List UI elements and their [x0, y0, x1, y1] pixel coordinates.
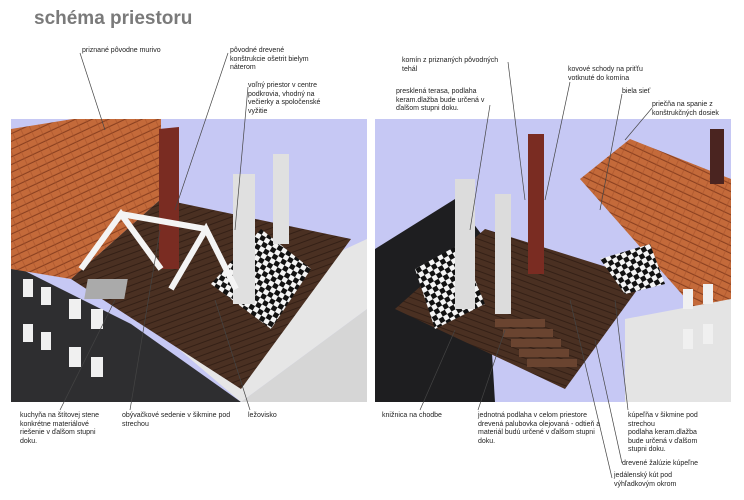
label-bathroom: kúpeľňa v šikmine pod strechou podlaha k… — [628, 412, 698, 454]
label-sleeping-partition: priečňa na spanie z konštrukčných dosiek — [652, 101, 719, 117]
label-sleeping-area: ležovisko — [248, 412, 277, 419]
page-title: schéma priestoru — [34, 8, 193, 29]
right-section-view — [375, 119, 731, 402]
label-wooden-blinds: drevené žalúzie kúpeľne — [622, 460, 698, 467]
label-unified-floor: jednotná podlaha v celom priestore dreve… — [478, 412, 601, 445]
label-wooden-structures: pôvodné drevené konštrukcie ošetrit biel… — [230, 47, 309, 72]
label-exposed-masonry: priznané pôvodne murivo — [82, 47, 161, 54]
label-glazed-terrace: presklená terasa, podlaha keram.dlažba b… — [396, 88, 485, 113]
label-hall-library: knižnica na chodbe — [382, 412, 442, 419]
label-kitchen: kuchyňa na štítovej stene konkrétne mate… — [20, 412, 99, 445]
label-dining-corner: jedálenský kút pod výhľadkovým okrom — [614, 472, 677, 488]
label-living-seating: obývačkové sedenie v šikmine pod strecho… — [122, 412, 231, 428]
label-white-net: biela sieť — [622, 88, 651, 95]
label-metal-stairs: kovové schody na priťťu votknuté do komí… — [568, 66, 643, 82]
right-model-illustration — [375, 119, 731, 402]
left-section-view — [11, 119, 367, 402]
left-model-illustration — [11, 119, 367, 402]
label-open-space: voľný priestor v centre podkrovia, vhodn… — [248, 82, 321, 115]
label-chimney: komín z priznaných pôvodných tehál — [402, 57, 499, 73]
